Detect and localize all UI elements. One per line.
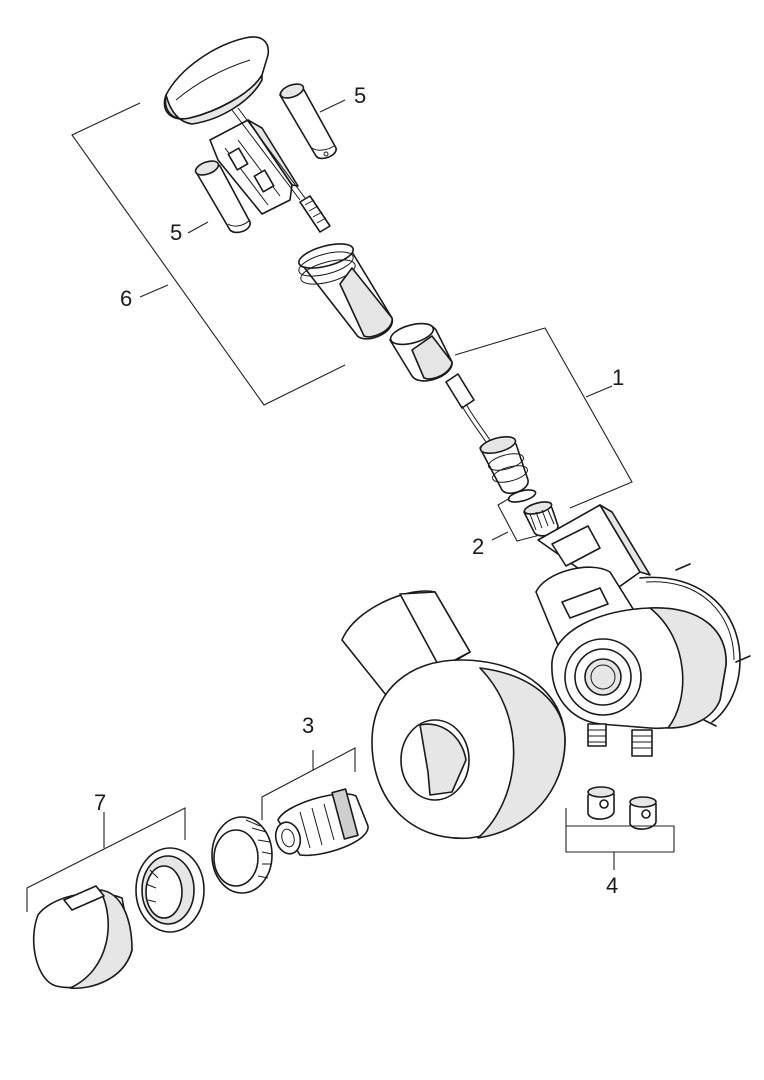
bracket-4-base bbox=[565, 826, 674, 853]
callout-7: 7 bbox=[94, 790, 106, 815]
callout-5-lower: 5 bbox=[170, 220, 182, 245]
sensor-cable-assembly bbox=[445, 327, 633, 509]
battery-holder bbox=[209, 107, 331, 233]
bracket-7 bbox=[26, 807, 186, 912]
retaining-nut bbox=[389, 322, 453, 382]
filter-insert bbox=[491, 497, 559, 542]
leader-6 bbox=[139, 284, 169, 298]
thermostat-handle bbox=[32, 885, 133, 990]
callout-3: 3 bbox=[302, 713, 314, 738]
bracket-2 bbox=[497, 497, 541, 542]
mixer-body bbox=[535, 504, 751, 757]
escutcheon-cover bbox=[341, 590, 566, 839]
battery-cell-lower bbox=[194, 160, 251, 234]
thermostatic-cartridge bbox=[261, 747, 369, 857]
check-valve-left bbox=[587, 786, 615, 820]
callout-2: 2 bbox=[472, 534, 484, 559]
o-ring bbox=[507, 489, 537, 503]
battery-cell-upper bbox=[279, 83, 337, 160]
leader-5-upper bbox=[319, 99, 346, 113]
callout-5-upper: 5 bbox=[354, 83, 366, 108]
leader-2 bbox=[491, 531, 509, 541]
bracket-3 bbox=[261, 747, 356, 820]
handle-assembly bbox=[26, 807, 205, 990]
leader-5-lower bbox=[187, 221, 209, 234]
check-valve-right bbox=[629, 796, 657, 830]
battery-sleeve bbox=[298, 243, 393, 340]
bracket-6 bbox=[71, 102, 346, 406]
battery-cover-cap bbox=[163, 36, 270, 125]
callout-4: 4 bbox=[606, 873, 618, 898]
bracket-1 bbox=[454, 327, 633, 509]
callout-6: 6 bbox=[120, 286, 132, 311]
threaded-nut bbox=[211, 816, 273, 894]
check-valves bbox=[565, 786, 675, 870]
battery-module-assembly bbox=[71, 36, 453, 406]
callout-1: 1 bbox=[612, 365, 624, 390]
sensor-head bbox=[479, 435, 529, 495]
bracket-4 bbox=[565, 808, 675, 852]
adaptor-ring bbox=[135, 847, 205, 933]
leader-1 bbox=[585, 385, 613, 398]
